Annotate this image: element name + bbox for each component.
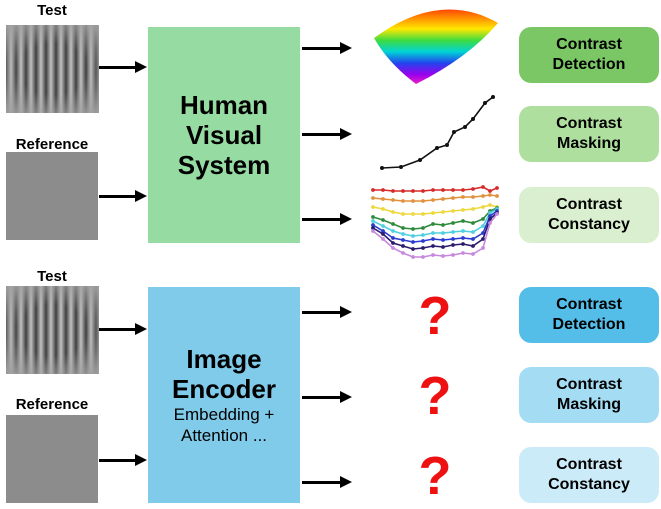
result-label-line: Contrast: [556, 296, 622, 313]
result-label-line: Constancy: [548, 216, 630, 233]
question-mark-detection: ?: [418, 286, 452, 346]
hvs-title-line-1: Human: [179, 90, 269, 120]
reference-label-hvs: Reference: [15, 136, 89, 153]
contrast-constancy-plot: [371, 185, 499, 259]
result-label-line: Masking: [556, 135, 621, 152]
result-label-line: Contrast: [556, 115, 622, 132]
arrow-reference-to-hvs: [99, 190, 147, 202]
result-box-hvs-detection: Contrast Detection: [519, 27, 659, 83]
result-box-encoder-constancy: Contrast Constancy: [519, 447, 659, 503]
arrow-encoder-to-detection: [302, 306, 352, 318]
encoder-subtitle-line-1: Embedding +: [173, 405, 275, 424]
encoder-subtitle-line-2: Attention ...: [181, 426, 267, 445]
contrast-masking-plot: [380, 95, 495, 170]
result-label-line: Detection: [552, 56, 626, 73]
result-label-line: Contrast: [556, 196, 622, 213]
test-grating-encoder: [6, 286, 99, 374]
arrow-test-to-encoder: [99, 323, 147, 335]
test-label-encoder: Test: [37, 268, 67, 285]
question-mark-constancy: ?: [418, 446, 452, 506]
reference-label-encoder: Reference: [15, 396, 89, 413]
arrow-encoder-to-constancy: [302, 476, 352, 488]
encoder-title-line-2: Encoder: [171, 374, 277, 404]
image-encoder-box: Image Encoder Embedding + Attention ...: [148, 287, 300, 503]
result-label-line: Contrast: [556, 456, 622, 473]
reference-image-hvs: [6, 152, 98, 240]
test-label-hvs: Test: [37, 2, 67, 19]
result-box-encoder-masking: Contrast Masking: [519, 367, 659, 423]
result-label-line: Detection: [552, 316, 626, 333]
arrow-hvs-to-masking: [302, 128, 352, 140]
hvs-title-line-2: Visual: [185, 120, 263, 150]
test-grating-hvs: [6, 25, 99, 113]
arrow-hvs-to-detection: [302, 42, 352, 54]
result-box-hvs-masking: Contrast Masking: [519, 106, 659, 162]
result-label-line: Contrast: [556, 36, 622, 53]
arrow-reference-to-encoder: [99, 454, 147, 466]
result-label-line: Contrast: [556, 376, 622, 393]
result-box-hvs-constancy: Contrast Constancy: [519, 187, 659, 243]
arrow-hvs-to-constancy: [302, 213, 352, 225]
arrow-encoder-to-masking: [302, 391, 352, 403]
result-label-line: Constancy: [548, 476, 630, 493]
reference-image-encoder: [6, 415, 98, 503]
result-box-encoder-detection: Contrast Detection: [519, 287, 659, 343]
encoder-title-line-1: Image: [186, 344, 262, 374]
arrow-test-to-hvs: [99, 61, 147, 73]
csf-surface-shape: [374, 9, 498, 84]
contrast-detection-surface-plot: [374, 9, 498, 84]
result-label-line: Masking: [556, 396, 621, 413]
question-mark-masking: ?: [418, 366, 452, 426]
hvs-title-line-3: System: [177, 150, 271, 180]
human-visual-system-box: Human Visual System: [148, 27, 300, 243]
